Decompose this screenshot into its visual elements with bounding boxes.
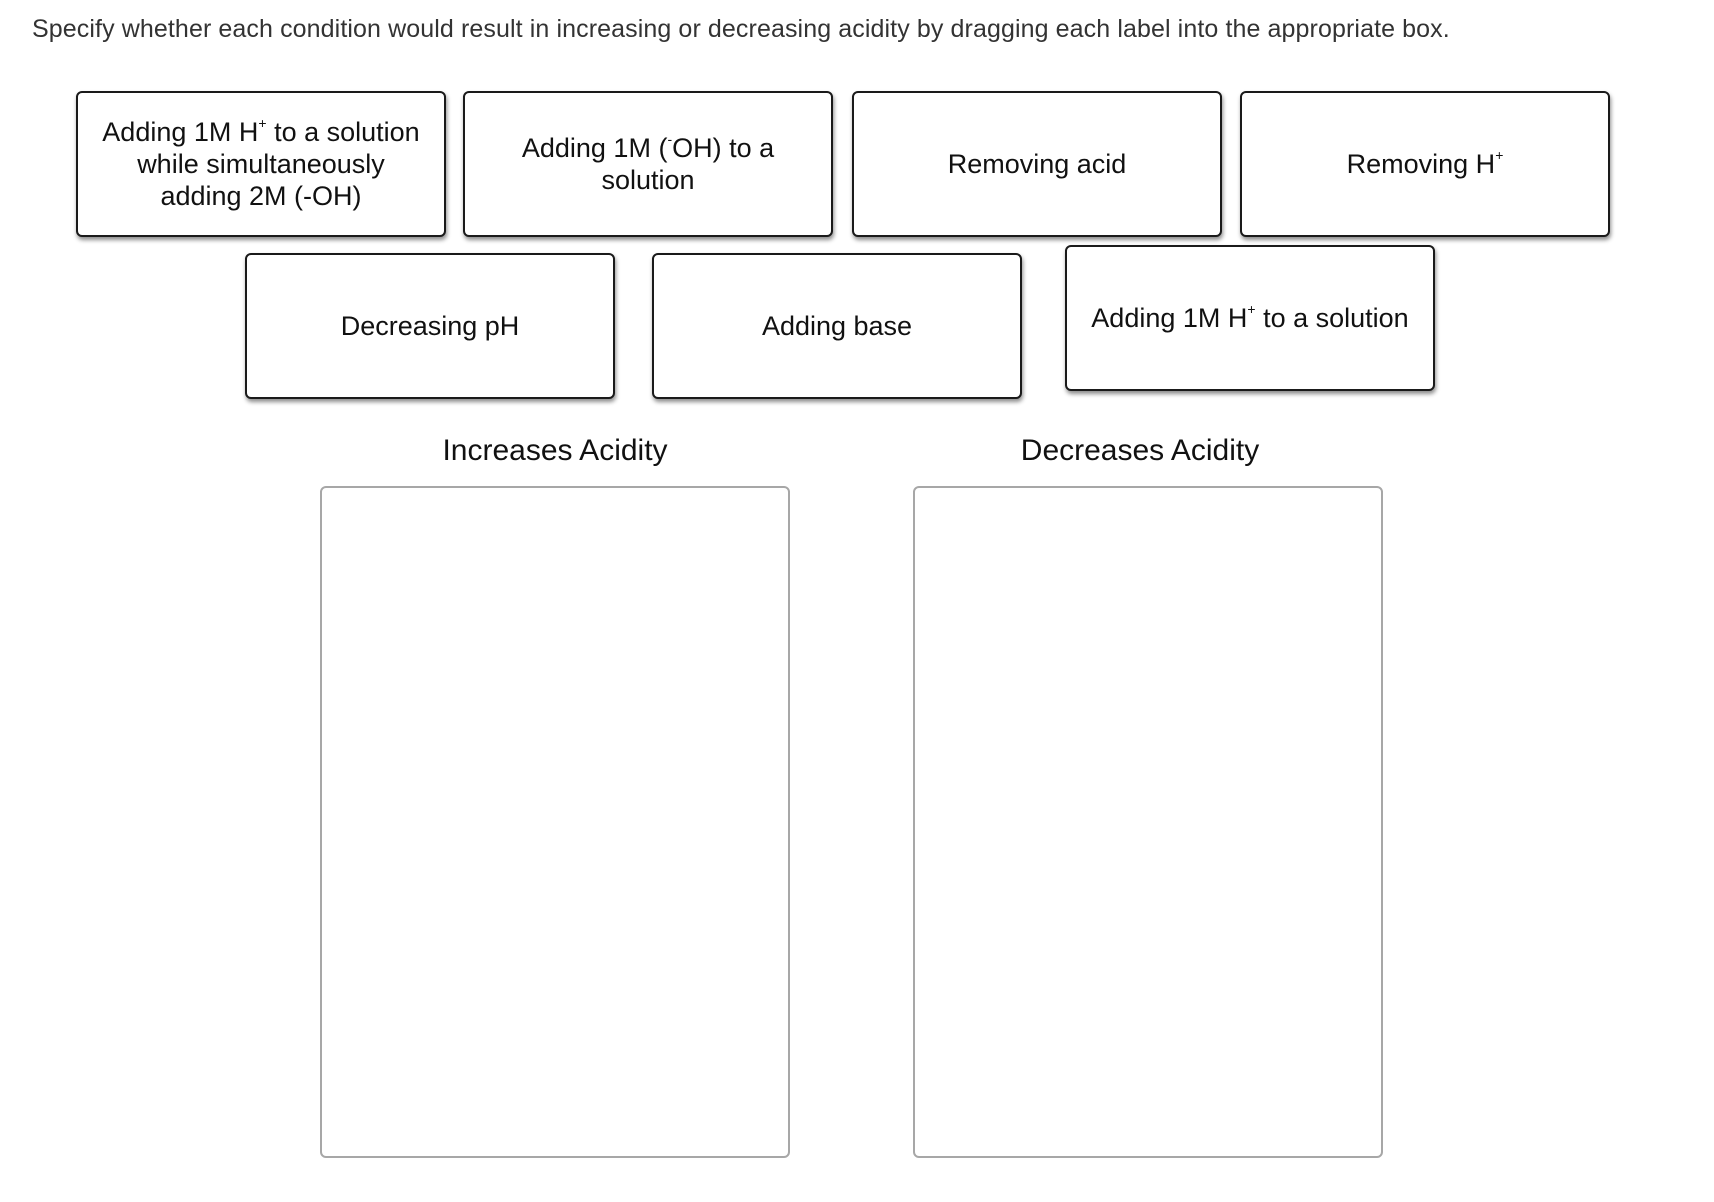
drag-label-removing-acid[interactable]: Removing acid	[852, 91, 1222, 237]
drag-label-adding-base[interactable]: Adding base	[652, 253, 1022, 399]
instruction-text: Specify whether each condition would res…	[32, 15, 1450, 43]
drag-label-decreasing-ph[interactable]: Decreasing pH	[245, 253, 615, 399]
decreases-acidity-dropzone[interactable]	[913, 486, 1383, 1158]
drag-label-text: Adding base	[761, 311, 913, 341]
drag-label-text: Removing H+	[1346, 147, 1504, 179]
drag-label-text: Adding 1M (-OH) to a solution	[521, 131, 775, 195]
drag-label-text: Removing acid	[947, 149, 1127, 179]
increases-acidity-title: Increases Acidity	[442, 434, 668, 467]
increases-acidity-dropzone[interactable]	[320, 486, 790, 1158]
drag-label-text: Adding 1M H+ to a solution while simulta…	[102, 115, 420, 211]
drag-label-removing-h[interactable]: Removing H+	[1240, 91, 1610, 237]
decreases-acidity-title: Decreases Acidity	[1020, 434, 1260, 467]
drag-label-add-h[interactable]: Adding 1M H+ to a solution	[1065, 245, 1435, 391]
drag-label-text: Decreasing pH	[340, 311, 520, 341]
drag-label-add-h-and-oh[interactable]: Adding 1M H+ to a solution while simulta…	[76, 91, 446, 237]
drag-label-add-oh[interactable]: Adding 1M (-OH) to a solution	[463, 91, 833, 237]
drag-label-text: Adding 1M H+ to a solution	[1091, 301, 1409, 333]
